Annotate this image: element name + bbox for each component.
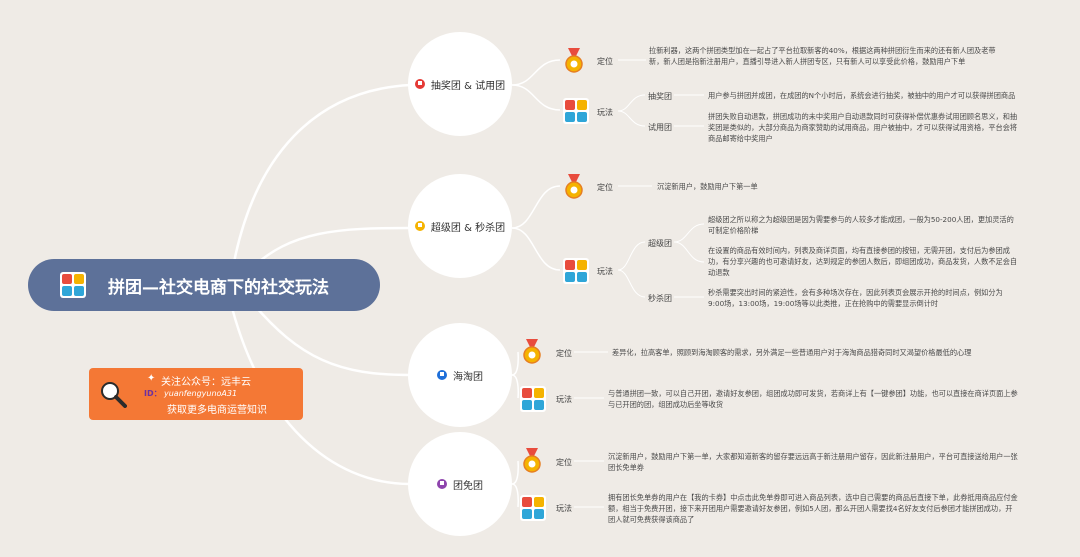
super-text-2: 在设置的商品有效时间内，列表及商详页面，均有直接参团的按钮，无需开团，支付后为参… <box>708 246 1018 277</box>
position-label: 定位 <box>556 349 572 358</box>
branch-node-overseas: 海淘团 <box>408 323 512 427</box>
promo-box: ✦ 关注公众号：远丰云 ID： yuanfengyunoA31 获取更多电商运营… <box>89 368 303 420</box>
root-title: 拼团—社交电商下的社交玩法 <box>108 277 329 298</box>
branch-node-lottery-trial: 抽奖团 & 试用团 <box>408 32 512 136</box>
play-label: 玩法 <box>597 108 613 117</box>
flag-icon <box>414 79 425 89</box>
position-label: 定位 <box>597 57 613 66</box>
play-label: 玩法 <box>597 267 613 276</box>
promo-id-label: ID： <box>144 389 162 398</box>
play-text: 与普通拼团一致，可以自己开团，邀请好友参团，组团成功即可发货，若商详上有【一键参… <box>608 389 1018 409</box>
puzzle-icon <box>520 495 546 521</box>
medal-icon <box>565 174 583 199</box>
medal-icon <box>565 48 583 73</box>
position-text: 沉淀新用户，鼓励用户下第一单 <box>657 182 758 191</box>
position-text: 差异化，拉高客单，照顾到海淘顾客的需求，另外满足一些普通用户对于海淘商品猎奇同时… <box>612 348 972 357</box>
flag-icon <box>437 479 447 489</box>
branch-node-super-flash: 超级团 & 秒杀团 <box>408 174 512 278</box>
puzzle-icon <box>563 258 589 284</box>
position-label: 定位 <box>556 458 572 467</box>
flash-text: 秒杀需要突出时间的紧迫性，会有多种场次存在，因此列表页会展示开抢的时间点，例如分… <box>708 288 1003 308</box>
super-text: 超级团之所以称之为超级团是因为需要参与的人较多才能成团，一般为50-200人团，… <box>708 215 1014 235</box>
branch-title: 团免团 <box>453 480 483 492</box>
star-icon: ✦ <box>147 373 156 384</box>
promo-id-value: yuanfengyunoA31 <box>164 389 238 398</box>
puzzle-icon <box>563 98 589 124</box>
position-label: 定位 <box>597 183 613 192</box>
branch-title: 超级团 & 秒杀团 <box>430 222 506 234</box>
position-text: 拉新利器，这两个拼团类型加在一起占了平台拉取新客的40%，根据这两种拼团衍生而来… <box>649 46 996 66</box>
flag-icon <box>437 370 447 380</box>
puzzle-icon <box>60 272 86 298</box>
branch-title: 抽奖团 & 试用团 <box>430 80 506 92</box>
trial-text: 拼团失败自动退款，拼团成功的未中奖用户自动退款同时可获得补偿优惠券试用团顾名思义… <box>708 112 1018 143</box>
branch-node-free-leader: 团免团 <box>408 432 512 536</box>
branch-title: 海淘团 <box>453 371 483 383</box>
flash-label: 秒杀团 <box>648 294 672 303</box>
medal-icon <box>523 448 541 473</box>
puzzle-icon <box>520 386 546 412</box>
medal-icon <box>523 339 541 364</box>
play-label: 玩法 <box>556 504 572 513</box>
root-node: 拼团—社交电商下的社交玩法 <box>28 259 380 311</box>
magnifier-icon <box>101 382 127 408</box>
super-label: 超级团 <box>648 239 672 248</box>
flag-icon <box>414 221 425 231</box>
position-text: 沉淀新用户，鼓励用户下第一单，大家都知道新客的留存要远远高于新注册用户留存，因此… <box>608 452 1018 472</box>
promo-line3: 获取更多电商运营知识 <box>167 405 267 416</box>
play-label: 玩法 <box>556 395 572 404</box>
promo-line1: 关注公众号：远丰云 <box>161 377 251 388</box>
trial-label: 试用团 <box>648 123 672 132</box>
lottery-label: 抽奖团 <box>648 92 672 101</box>
play-text: 拥有团长免单券的用户在【我的卡券】中点击此免单券即可进入商品列表，选中自己需要的… <box>608 493 1018 524</box>
lottery-text: 用户参与拼团并成团，在成团的N个小时后，系统会进行抽奖，被抽中的用户才可以获得拼… <box>708 91 1016 100</box>
